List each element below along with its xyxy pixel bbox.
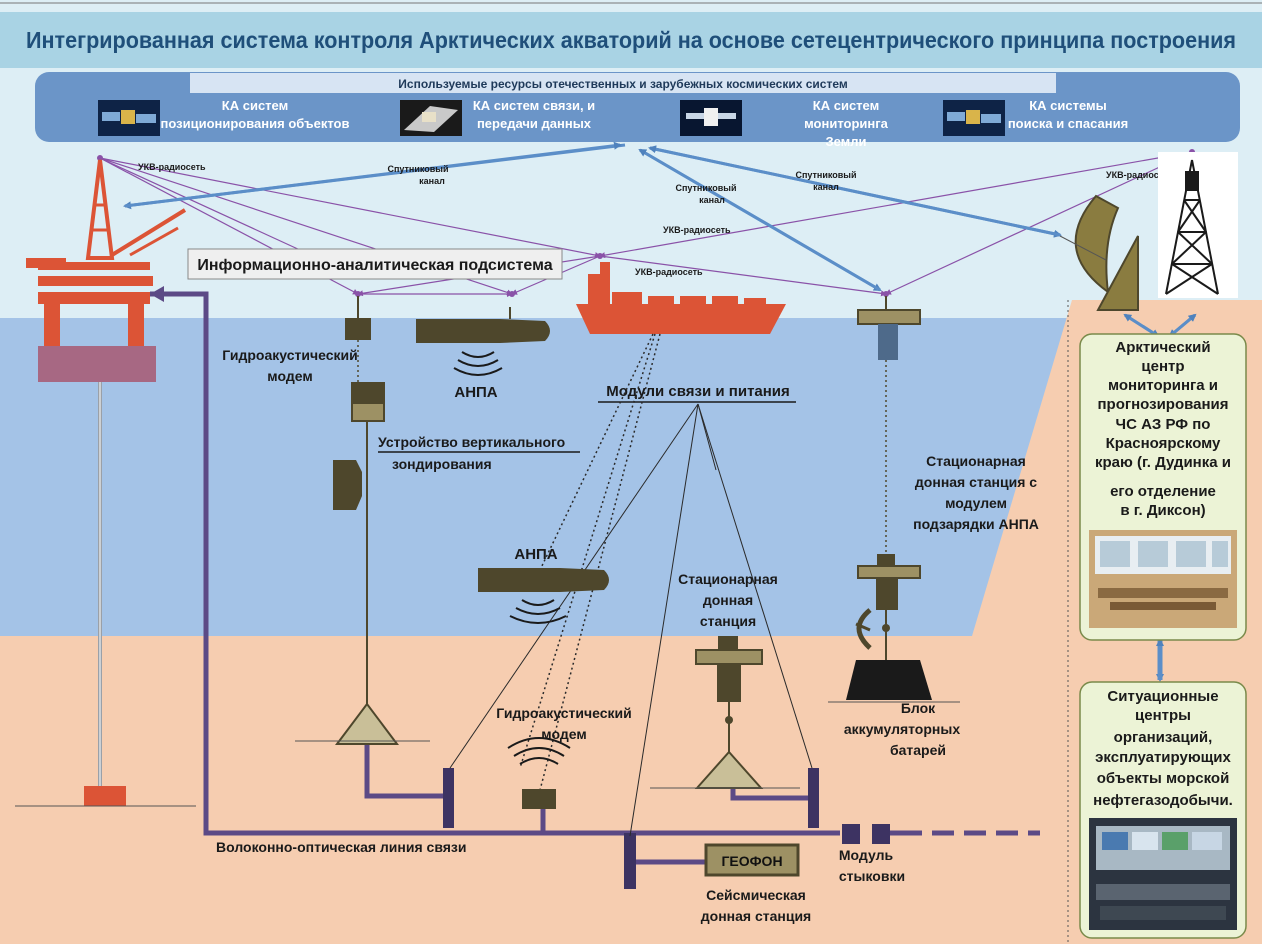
station-charge-line2: донная станция с [915,474,1037,490]
sat-earth-line2: мониторинга [804,116,889,131]
satellite-icon [680,100,742,136]
sat-channel-mid-1: Спутниковый [675,183,736,193]
satellite-dish [1059,194,1139,311]
bottom-station-line2: донная [703,592,753,608]
ship-modem-dotted-lines [519,333,661,791]
battery-block-line2: аккумуляторных [844,721,960,737]
fiber-node-right [808,768,819,828]
sat-search-line1: КА системы [1029,98,1107,113]
seismic-station-line1: Сейсмическая [706,887,806,903]
situation-center-line: нефтегазодобычи. [1093,792,1233,809]
hydro-modem-top-line1: Гидроакустический [222,347,357,363]
sat-earth-line3: Земли [825,134,866,149]
sat-comm-line2: передачи данных [477,116,592,131]
arctic-center-line: ЧС АЗ РФ по [1116,416,1211,433]
battery-block-line1: Блок [901,700,936,716]
sat-comm-line1: КА систем связи, и [473,98,595,113]
hydro-modem-bottom-line2: модем [541,726,586,742]
ukv-label-mid: УКВ-радиосеть [663,225,731,235]
radio-network-links [99,151,1193,297]
station-charge-line1: Стационарная [926,453,1026,469]
ukv-label-left: УКВ-радиосеть [138,162,206,172]
situation-center-line: организаций, [1114,729,1213,746]
control-room-photo [1089,530,1237,628]
surface-buoy-left [345,296,371,340]
oil-platform [26,159,187,382]
sat-search-line2: поиска и спасания [1008,116,1128,131]
situation-center-line: Ситуационные [1107,688,1218,705]
sat-positioning-line2: позиционирования объектов [161,116,350,131]
arctic-center-line: краю (г. Дудинка и [1095,454,1231,471]
title-band [0,12,1262,68]
arctic-center-line: Красноярскому [1106,435,1221,452]
docking-module-block-1 [842,824,860,844]
vertical-device-line1: Устройство вертикального [378,434,565,450]
anchor-triangle-left [335,702,399,745]
support-vessel [576,262,786,334]
fiber-arrow-head [150,286,164,302]
docking-module-line2: стыковки [839,868,905,884]
ukv-label-right: УКВ-радиосеть [1106,170,1174,180]
bottom-station-line1: Стационарная [678,571,778,587]
vertical-sounding-device [333,382,385,712]
arctic-center-line: его отделение [1110,483,1216,500]
sat-channel-right-1: Спутниковый [795,170,856,180]
arctic-center-line: мониторинга и [1108,377,1218,394]
situation-center-line: центры [1135,707,1191,724]
situation-room-photo [1089,818,1237,930]
sat-channel-left-1: Спутниковый [387,164,448,174]
anpa-top-label: АНПА [454,384,497,401]
station-charge-line3: модулем [945,495,1007,511]
arctic-center-line: Арктический [1115,339,1210,356]
sat-channel-left-2: канал [419,176,445,186]
space-resources-header: Используемые ресурсы отечественных и зар… [398,77,848,91]
vertical-device-line2: зондирования [392,456,492,472]
arctic-center-line: прогнозирования [1097,396,1228,413]
docking-module-line1: Модуль [839,847,894,863]
geophone-label: ГЕОФОН [721,853,782,869]
arctic-center-line: в г. Диксон) [1120,502,1205,519]
sat-earth-line1: КА систем [813,98,879,113]
fiber-node-left [443,768,454,828]
situation-center-line: объекты морской [1097,770,1230,787]
docking-module-block-2 [872,824,890,844]
satellite-icon [400,100,462,136]
platform-seabed-base [84,786,126,806]
auv-top [416,307,550,376]
hydro-modem-top-line2: модем [267,368,312,384]
anpa-mid-label: АНПА [514,546,557,563]
charging-station-buoy [857,296,921,360]
geophone-box [704,843,800,877]
hydro-modem-bottom-line1: Гидроакустический [496,705,631,721]
radio-tower [1165,159,1219,295]
page-title: Интегрированная система контроля Арктиче… [26,27,1236,53]
comm-modules-label: Модули связи и питания [606,383,790,400]
hydro-modem-bottom [507,737,571,809]
arctic-center-line: центр [1141,358,1184,375]
situation-center-text: Ситуационные центры организаций, эксплуа… [1093,688,1233,809]
sat-channel-right-2: канал [813,182,839,192]
ukv-label-ship: УКВ-радиосеть [635,267,703,277]
info-subsystem-label: Информационно-аналитическая подсистема [197,257,552,274]
station-charge-line4: подзарядки АНПА [913,516,1039,532]
bottom-station-line3: станция [700,613,756,629]
fiber-node-seismic [624,833,636,889]
sat-channel-mid-2: канал [699,195,725,205]
situation-center-line: эксплуатирующих [1095,749,1231,766]
fiber-line-label: Волоконно-оптическая линия связи [216,839,466,855]
info-subsystem-box [187,248,563,280]
seismic-station-line2: донная станция [701,908,811,924]
satellite-icon [943,100,1005,136]
satellite-channel-links [123,141,1197,682]
auv-mid [478,568,609,624]
charging-station [846,554,932,700]
arctic-center-text: Арктический центр мониторинга и прогнози… [1095,339,1231,519]
sat-positioning-line1: КА систем [222,98,288,113]
satellite-icon [98,100,160,136]
battery-block-line3: батарей [890,742,946,758]
space-resources-header-box [190,73,1056,93]
